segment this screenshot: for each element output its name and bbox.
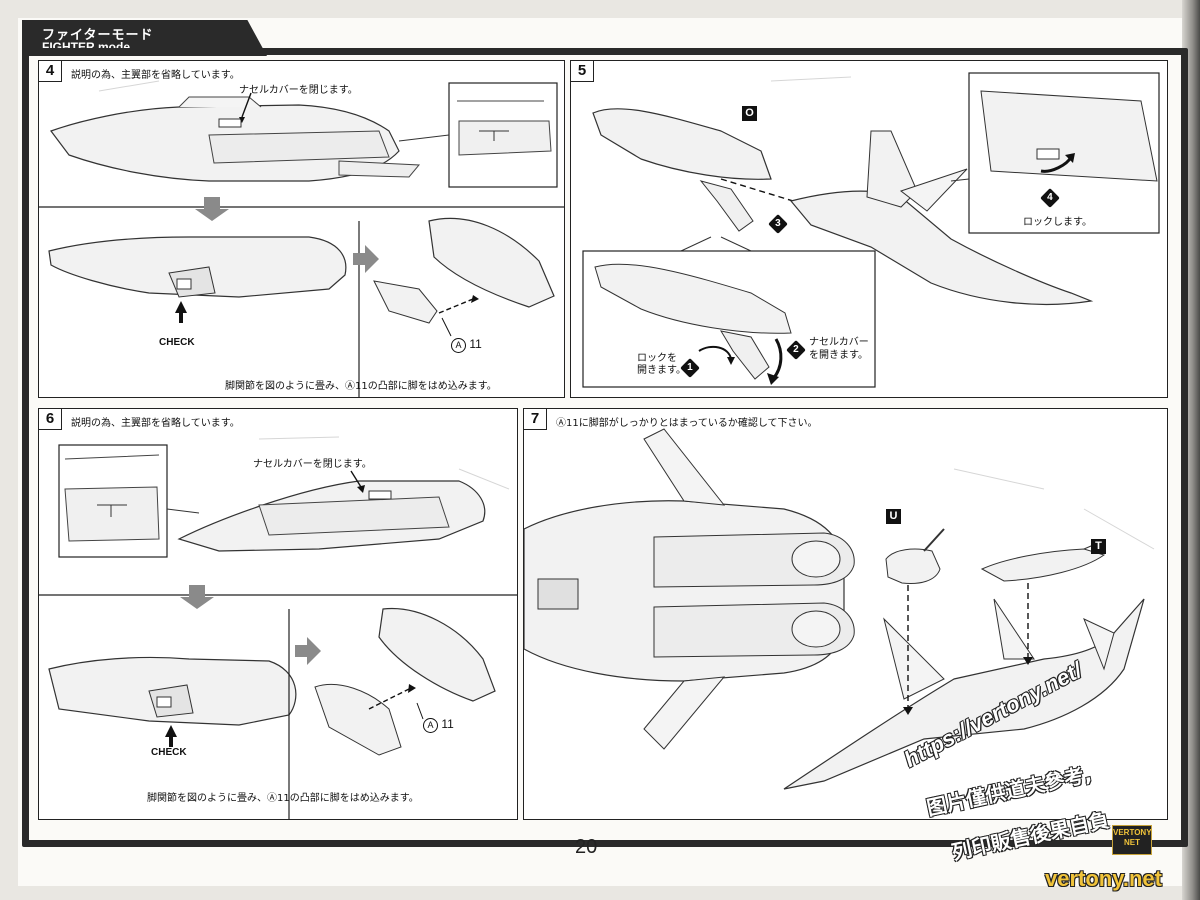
sub-step-4-number: 4 [1047, 192, 1053, 203]
check-label: CHECK [159, 337, 195, 348]
sub-step-3-badge: 3 [768, 211, 788, 234]
sub-step-4-text: ロックします。 [1023, 217, 1092, 228]
callout-close-cover: ナセルカバーを閉じます。 [253, 459, 372, 470]
sub-step-2-text-b: を開きます。 [809, 350, 868, 361]
step-7-illustration [524, 428, 1155, 790]
part-label-o: O [742, 106, 757, 121]
sub-step-1-number: 1 [687, 362, 693, 373]
step-note: 説明の為、主翼部を省略しています。 [71, 418, 240, 429]
page-number: 20 [575, 836, 598, 858]
step-number: 5 [571, 61, 594, 82]
step-number: 4 [39, 61, 62, 82]
step-5-panel: 5 O 3 1 ロックを 開きま [570, 60, 1168, 398]
part-ref-a11: A 11 [451, 337, 482, 353]
part-label-t: T [1091, 539, 1106, 554]
step-note: 説明の為、主翼部を省略しています。 [71, 70, 240, 81]
sub-step-2-text-a: ナセルカバー [809, 337, 869, 348]
watermark-logo: VERTONY NET [1112, 825, 1152, 855]
step-4-panel: 4 説明の為、主翼部を省略しています。 [38, 60, 565, 398]
step-7-panel: 7 Ⓐ11に脚部がしっかりとはまっているか確認して下さい。 U T [523, 408, 1168, 820]
step-6-panel: 6 説明の為、主翼部を省略しています。 ナセルカバーを閉じます。 CHE [38, 408, 518, 820]
step-instruction: 脚関節を図のように畳み、Ⓐ11の凸部に脚をはめ込みます。 [147, 793, 419, 804]
content-frame [22, 48, 1188, 847]
part-number: 11 [469, 337, 482, 351]
step-note: Ⓐ11に脚部がしっかりとはまっているか確認して下さい。 [556, 418, 818, 429]
sub-step-4-badge: 4 [1040, 185, 1060, 208]
runner-letter: A [451, 338, 466, 353]
step-6-illustration [39, 436, 517, 819]
step-instruction: 脚関節を図のように畳み、Ⓐ11の凸部に脚をはめ込みます。 [225, 381, 497, 392]
part-ref-a11: A 11 [423, 717, 454, 733]
step-number: 6 [39, 409, 62, 430]
part-number: 11 [441, 717, 454, 731]
runner-letter: A [423, 718, 438, 733]
sub-step-1-text-a: ロックを [637, 353, 677, 364]
sub-step-3-number: 3 [775, 218, 781, 229]
section-title-jp: ファイターモード [42, 28, 154, 43]
callout-close-cover: ナセルカバーを閉じます。 [239, 85, 358, 96]
sub-step-1-text-b: 開きます。 [637, 365, 686, 376]
watermark-site: vertony.net [1045, 866, 1162, 891]
step-5-illustration [582, 72, 1160, 388]
sub-step-2-number: 2 [793, 344, 799, 355]
part-label-u: U [886, 509, 901, 524]
check-label: CHECK [151, 747, 187, 758]
step-number: 7 [524, 409, 547, 430]
step-4-illustration [39, 80, 564, 397]
sub-step-2-badge: 2 [786, 337, 806, 360]
